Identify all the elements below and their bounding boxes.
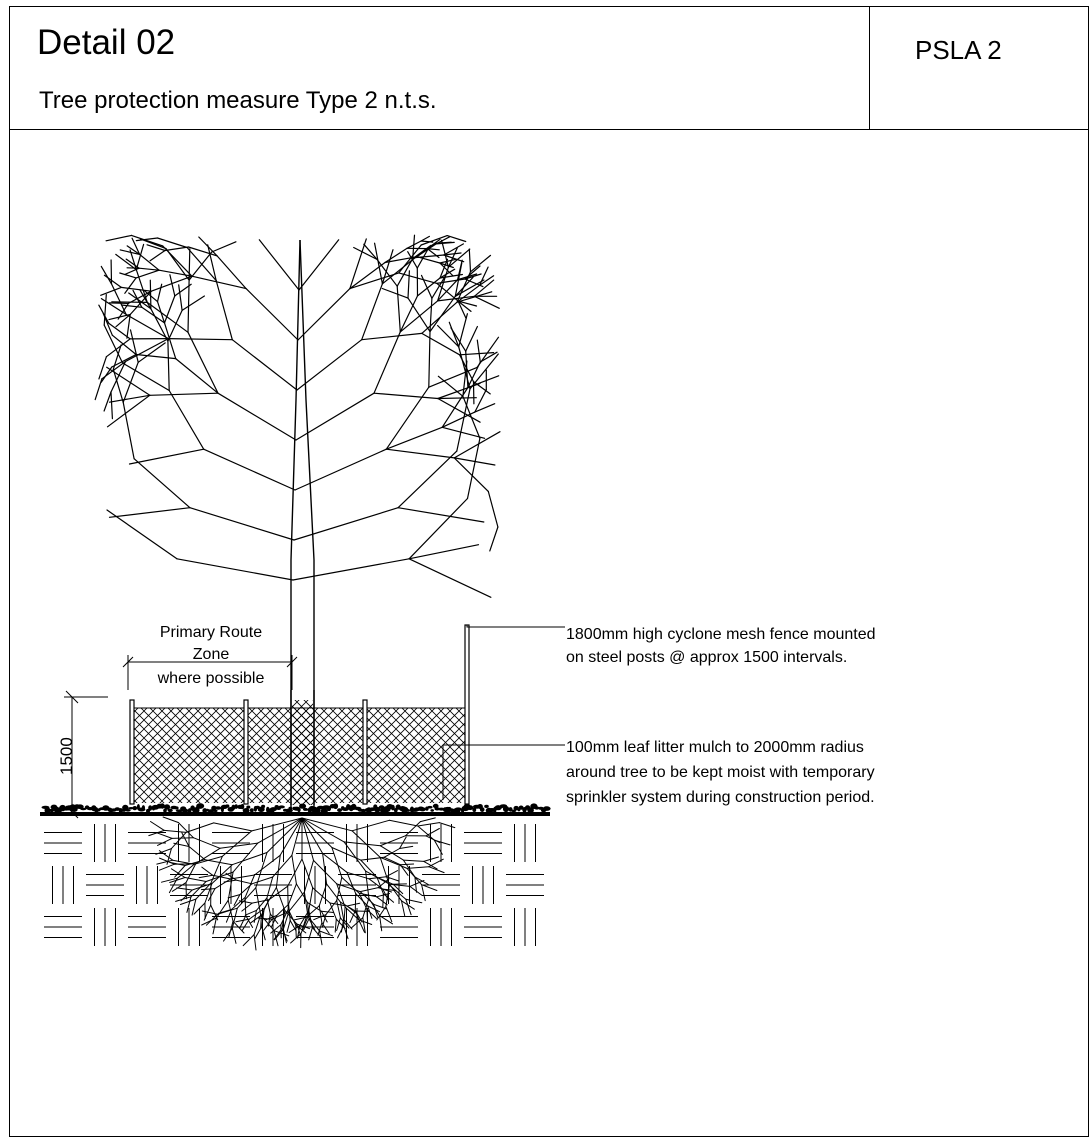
sheet-code: PSLA 2 <box>915 35 1002 65</box>
leaf-litter-mulch <box>41 803 551 814</box>
fence-note-line1: 1800mm high cyclone mesh fence mounted <box>566 626 876 643</box>
soil-hatching <box>44 824 544 946</box>
mulch-note-line3: sprinkler system during construction per… <box>566 789 875 806</box>
fence-posts <box>129 624 470 805</box>
zone-label-line2: Zone <box>193 646 230 663</box>
fence-note-line2: on steel posts @ approx 1500 intervals. <box>566 649 847 666</box>
title-divider <box>869 7 870 129</box>
dimension-label: 1500 <box>57 737 76 775</box>
root-system-icon <box>148 816 456 951</box>
mesh-fence <box>129 624 470 805</box>
ground-line <box>40 812 550 816</box>
route-zone-dimension <box>122 655 298 690</box>
zone-label-line3: where possible <box>157 670 265 687</box>
tree-crown-icon <box>94 234 501 598</box>
leader-lines <box>442 625 565 800</box>
mulch-note-line1: 100mm leaf litter mulch to 2000mm radius <box>566 739 864 756</box>
height-dimension <box>64 690 108 819</box>
tree-trunk <box>290 239 315 815</box>
detail-subtitle: Tree protection measure Type 2 n.t.s. <box>39 87 437 114</box>
title-block: Detail 02 Tree protection measure Type 2… <box>10 7 1088 130</box>
zone-label-line1: Primary Route <box>160 624 262 641</box>
mulch-note-line2: around tree to be kept moist with tempor… <box>566 764 875 781</box>
detail-title: Detail 02 <box>37 23 176 62</box>
